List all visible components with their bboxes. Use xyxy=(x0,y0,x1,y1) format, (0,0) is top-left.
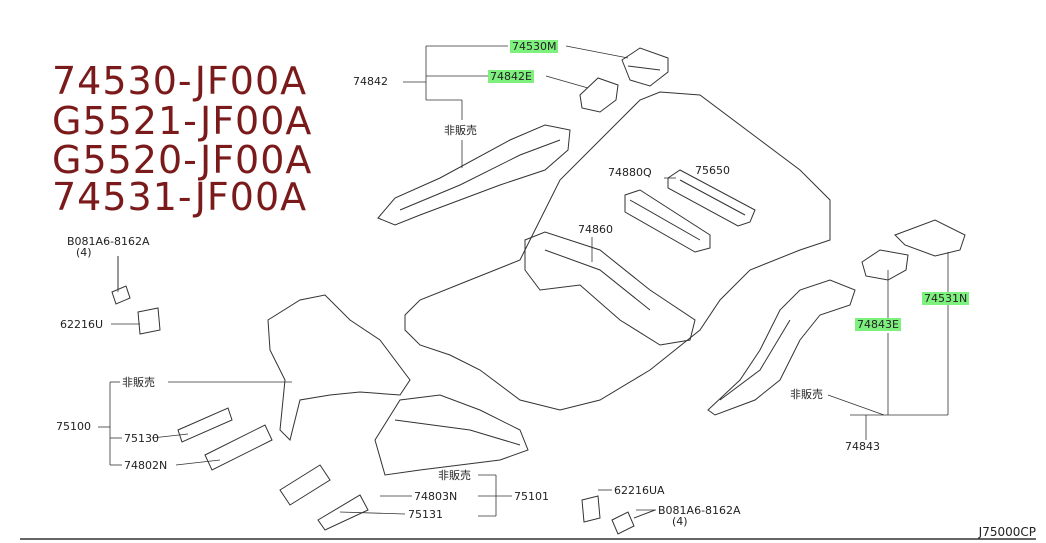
label-74802n: 74802N xyxy=(124,459,168,472)
label-74531n: 74531N xyxy=(922,292,970,305)
front-side-member-75101 xyxy=(374,394,529,476)
label-62216ua: 62216UA xyxy=(614,484,665,497)
label-74843: 74843 xyxy=(845,440,880,453)
headline-part-4: 74531-JF00A xyxy=(52,175,308,219)
bracket-74842e xyxy=(579,77,619,113)
diagram-code: J75000CP xyxy=(978,525,1036,539)
label-75131: 75131 xyxy=(408,508,443,521)
label-bolt-top: B081A6-8162A xyxy=(67,235,150,248)
bracket-74531n xyxy=(894,219,966,257)
reinforcement-75131 xyxy=(317,494,369,531)
label-bolt-top-qty: (4) xyxy=(76,246,92,259)
label-75130: 75130 xyxy=(124,432,159,445)
floor-panel-outline xyxy=(404,91,831,411)
label-75101: 75101 xyxy=(514,490,549,503)
label-74880q: 74880Q xyxy=(608,166,652,179)
member-74802n xyxy=(204,424,273,471)
side-member-74843 xyxy=(707,279,856,416)
rear-member-75650 xyxy=(667,169,756,227)
label-hihanbai-center: 非販売 xyxy=(438,469,471,482)
center-member-74860 xyxy=(524,231,696,346)
bracket-74843e xyxy=(861,249,909,281)
front-side-member-75100 xyxy=(267,294,411,441)
label-62216u: 62216U xyxy=(60,318,104,331)
bracket-62216u xyxy=(137,307,161,335)
label-74803n: 74803N xyxy=(414,490,458,503)
label-75100: 75100 xyxy=(56,420,91,433)
bracket-74530m xyxy=(621,47,669,87)
label-hihanbai-left: 非販売 xyxy=(444,124,477,137)
bolt-bottom xyxy=(611,509,656,535)
label-74860: 74860 xyxy=(578,223,613,236)
rear-cross-member-74880q xyxy=(624,189,711,253)
headline-part-3: G5520-JF00A xyxy=(52,138,313,182)
label-74842: 74842 xyxy=(353,75,388,88)
label-74843e: 74843E xyxy=(855,318,901,331)
label-bolt-bottom: B081A6-8162A xyxy=(658,504,741,517)
label-74842e: 74842E xyxy=(488,70,534,83)
bolt-top xyxy=(111,256,131,305)
label-75650: 75650 xyxy=(695,164,730,177)
headline-part-1: 74530-JF00A xyxy=(52,59,308,103)
label-hihanbai-right: 非販売 xyxy=(790,388,823,401)
headline-part-2: G5521-JF00A xyxy=(52,99,313,143)
label-74530m: 74530M xyxy=(510,40,559,53)
label-hihanbai-lower-left: 非販売 xyxy=(122,376,155,389)
member-74803n xyxy=(279,464,331,506)
reinforcement-75130 xyxy=(177,407,233,443)
bracket-62216ua xyxy=(581,495,601,523)
label-bolt-bottom-qty: (4) xyxy=(672,515,688,528)
side-member-74842 xyxy=(377,124,571,226)
